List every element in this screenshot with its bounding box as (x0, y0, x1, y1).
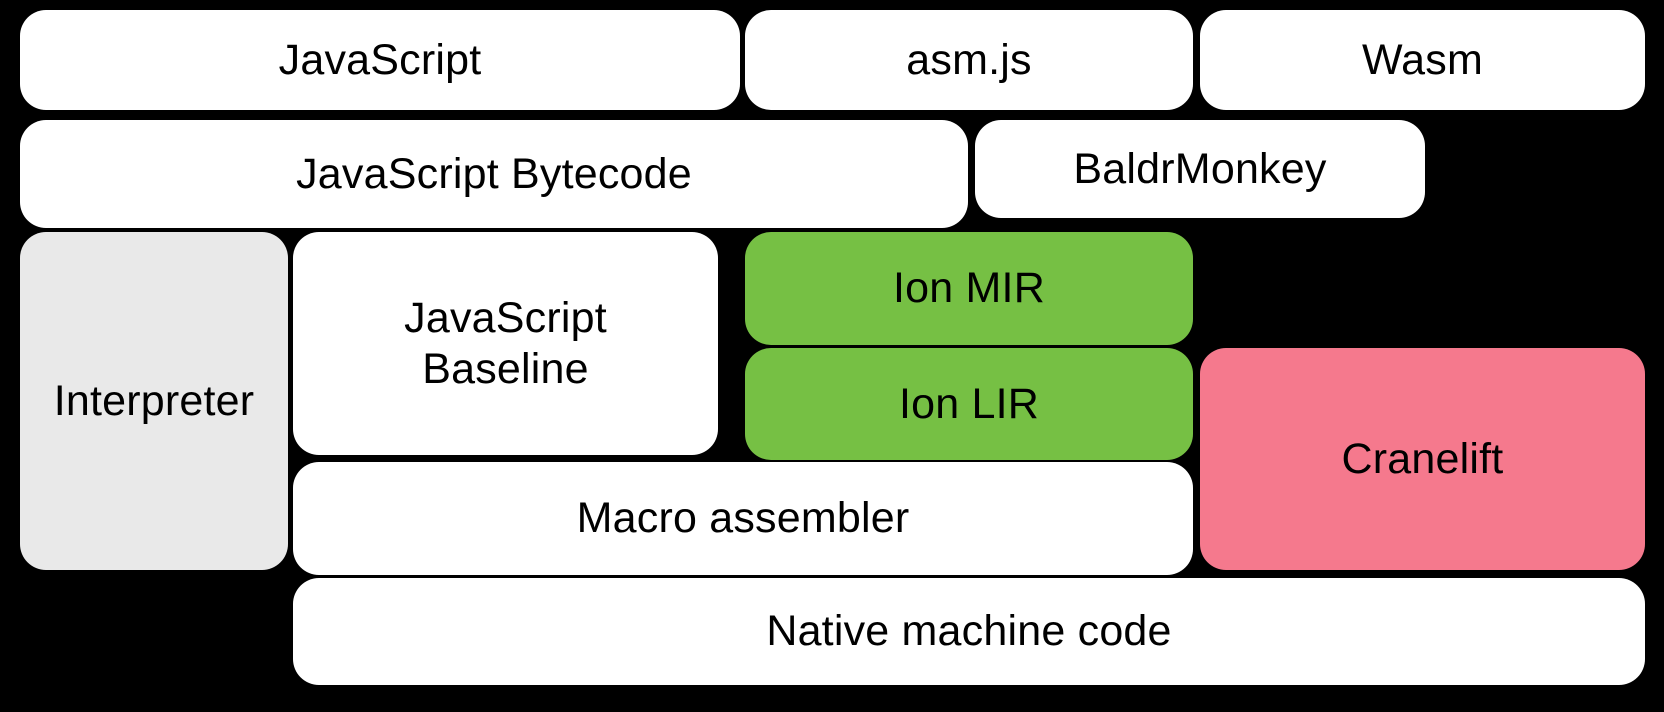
node-asm-js[interactable]: asm.js (745, 10, 1193, 110)
node-baldrmonkey[interactable]: BaldrMonkey (975, 120, 1425, 218)
node-javascript-baseline[interactable]: JavaScript Baseline (293, 232, 718, 455)
node-cranelift[interactable]: Cranelift (1200, 348, 1645, 570)
node-wasm[interactable]: Wasm (1200, 10, 1645, 110)
node-interpreter[interactable]: Interpreter (20, 232, 288, 570)
node-label: Ion LIR (898, 379, 1040, 428)
node-ion-mir[interactable]: Ion MIR (745, 232, 1193, 345)
node-label: Cranelift (1341, 434, 1504, 483)
node-ion-lir[interactable]: Ion LIR (745, 348, 1193, 460)
node-macro-assembler[interactable]: Macro assembler (293, 462, 1193, 575)
node-label: JavaScript Baseline (404, 293, 607, 393)
node-label: Wasm (1361, 35, 1484, 84)
node-native-machine-code[interactable]: Native machine code (293, 578, 1645, 685)
node-label: Interpreter (53, 376, 255, 425)
node-label: Macro assembler (576, 494, 910, 543)
node-label: BaldrMonkey (1073, 144, 1327, 193)
node-label: JavaScript (278, 35, 482, 84)
node-label: Native machine code (766, 607, 1172, 656)
node-label: JavaScript Bytecode (296, 149, 692, 198)
node-javascript[interactable]: JavaScript (20, 10, 740, 110)
node-label: Ion MIR (893, 264, 1045, 313)
node-label: asm.js (906, 35, 1032, 84)
node-javascript-bytecode[interactable]: JavaScript Bytecode (20, 120, 968, 228)
